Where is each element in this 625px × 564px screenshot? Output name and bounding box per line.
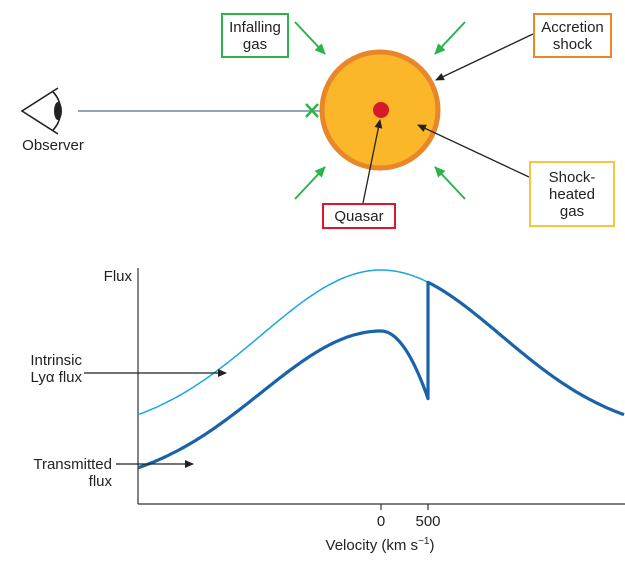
y-axis-label: Flux xyxy=(103,268,132,285)
intrinsic-flux-curve xyxy=(137,269,625,416)
eye-icon xyxy=(20,87,62,135)
x-axis-label-sup: −1 xyxy=(418,536,430,547)
x-axis-label-close: ) xyxy=(429,537,435,554)
infalling-gas-box: Infalling gas xyxy=(221,13,289,58)
flux-curves xyxy=(137,269,625,470)
infall-arrows xyxy=(294,21,466,200)
infall-arrow-bottom-right xyxy=(434,166,466,200)
quasar-dot xyxy=(373,102,389,118)
x-tick-label-0: 0 xyxy=(376,513,386,530)
intrinsic-label-line1: Intrinsic xyxy=(30,352,82,369)
shock-heated-line2: heated xyxy=(549,185,595,203)
infalling-gas-line1: Infalling xyxy=(229,18,281,36)
x-axis-label-text: Velocity (km s xyxy=(325,537,419,554)
accretion-shock-box: Accretion shock xyxy=(533,13,612,58)
transmitted-label-line1: Transmitted xyxy=(33,456,112,473)
quasar-box: Quasar xyxy=(322,203,396,229)
transmitted-series-label: Transmitted flux xyxy=(4,456,112,490)
leader-arrows xyxy=(362,33,534,204)
quasar-leader xyxy=(362,119,383,204)
accretion-shock-line1: Accretion xyxy=(541,18,604,36)
infall-arrow-bottom-left xyxy=(294,166,326,200)
accretion-shock-leader xyxy=(435,33,534,81)
shock-heated-gas-box: Shock- heated gas xyxy=(529,161,615,227)
accretion-shock-line2: shock xyxy=(552,35,593,53)
infall-arrow-top-right xyxy=(434,21,466,55)
shock-heated-line1: Shock- xyxy=(548,168,596,186)
intrinsic-series-label: Intrinsic Lyα flux xyxy=(4,352,82,386)
x-tick-label-500: 500 xyxy=(415,513,441,530)
infalling-gas-line2: gas xyxy=(242,35,268,53)
heated-gas-leader xyxy=(417,124,530,178)
x-axis-label: Velocity (km s−1) xyxy=(290,536,470,555)
infall-arrow-top-left xyxy=(294,21,326,55)
x-mark-icon xyxy=(305,103,319,118)
series-leaders xyxy=(84,369,227,468)
transmitted-label-line2: flux xyxy=(88,473,112,490)
quasar-label: Quasar xyxy=(334,207,384,225)
chart-axes xyxy=(137,268,625,510)
shock-heated-line3: gas xyxy=(559,202,585,220)
transmitted-flux-curve xyxy=(137,280,625,470)
intrinsic-label-line2: Lyα flux xyxy=(30,369,82,386)
observer-label: Observer xyxy=(22,137,84,154)
